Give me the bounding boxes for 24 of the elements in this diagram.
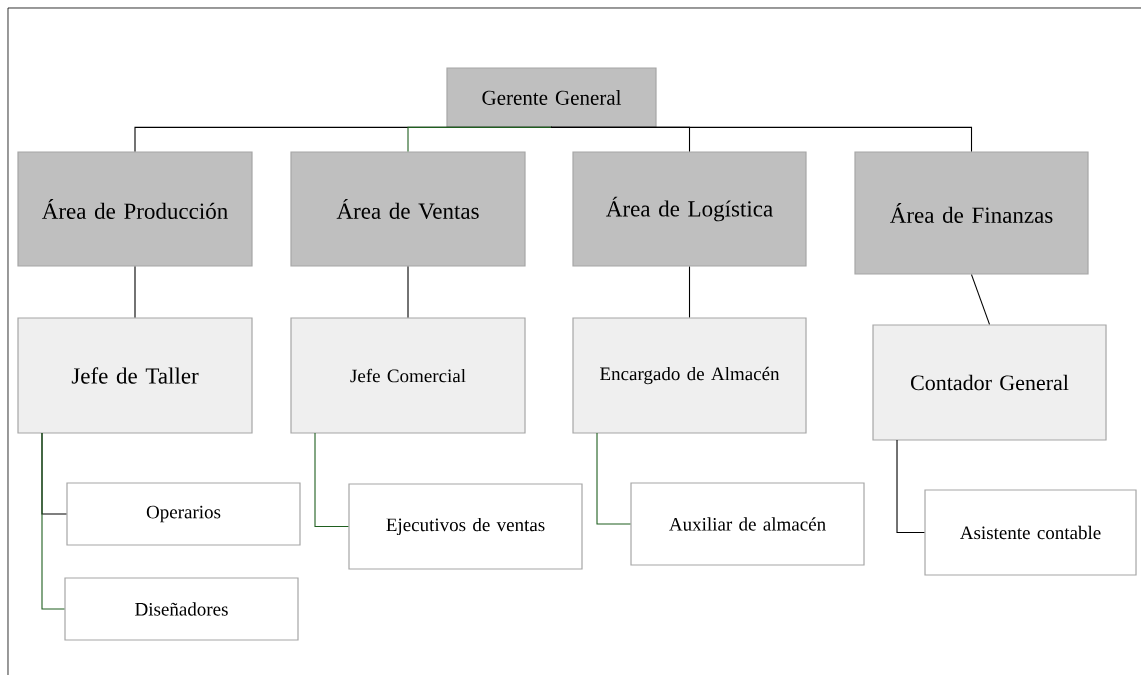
connector-line	[970, 274, 991, 325]
position-box: Ejecutivos de ventas	[348, 483, 583, 570]
position-box: Jefe de Taller	[17, 317, 253, 434]
connector-line	[896, 439, 925, 534]
position-box: Auxiliar de almacén	[630, 482, 865, 566]
position-box: Operarios	[66, 482, 301, 546]
connector-line	[407, 126, 553, 152]
position-box: Área de Producción	[17, 151, 253, 267]
position-box: Área de Logística	[572, 151, 807, 267]
position-box: Contador General	[872, 324, 1107, 441]
position-box: Diseñadores	[64, 577, 299, 641]
connector-line	[550, 126, 973, 152]
position-box: Área de Ventas	[290, 151, 526, 267]
connector-line	[407, 266, 409, 318]
connector-line	[596, 432, 631, 525]
position-box: Jefe Comercial	[290, 317, 526, 434]
connector-line	[41, 432, 65, 610]
connector-line	[688, 266, 691, 318]
position-box: Área de Finanzas	[854, 151, 1089, 275]
head-box: Gerente General	[446, 67, 657, 128]
position-box: Asistente contable	[924, 489, 1137, 576]
connector-line	[314, 432, 349, 528]
connector-line	[134, 266, 136, 318]
position-box: Encargado de Almacén	[572, 317, 807, 434]
